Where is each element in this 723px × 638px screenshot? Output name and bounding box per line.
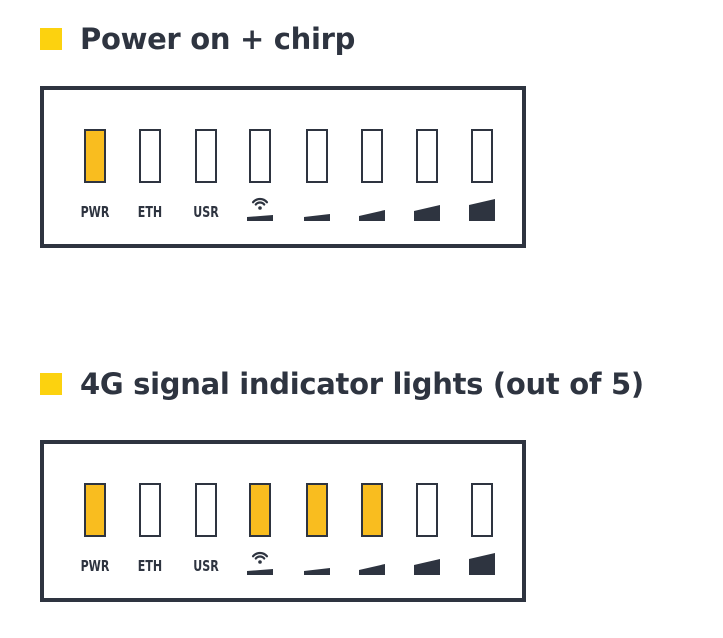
led-label-pwr: PWR [80,203,110,221]
led-label-usr: USR [193,557,219,575]
section-title: Power on + chirp [80,22,356,56]
signal-bar-4-icon [414,197,440,225]
led-indicator-off [471,483,493,537]
led-indicator-off [471,129,493,183]
led-panel: PWR ETH USR [40,440,526,602]
led-panel: PWR ETH USR [40,86,526,248]
led-indicator-off [306,129,328,183]
led-indicator-off [195,483,217,537]
led-indicator-off [416,483,438,537]
led-indicator-on [84,129,106,183]
led-indicator-off [195,129,217,183]
wifi-bar-1-icon [246,548,274,580]
yellow-square-icon [40,28,62,50]
led-label-eth: ETH [137,203,163,221]
section-power-on: Power on + chirp PWR ETH USR [0,0,723,300]
led-indicator-off [361,129,383,183]
wifi-bar-1-icon [246,194,274,226]
led-indicator-off [139,129,161,183]
signal-bar-2-icon [304,551,330,579]
signal-bar-4-icon [414,551,440,579]
led-indicator-on [249,483,271,537]
led-indicator-on [361,483,383,537]
signal-bar-5-icon [469,197,495,225]
section-heading: Power on + chirp [40,22,355,56]
yellow-square-icon [40,373,62,395]
section-heading: 4G signal indicator lights (out of 5) [40,367,644,401]
led-label-pwr: PWR [80,557,110,575]
section-title: 4G signal indicator lights (out of 5) [80,367,644,401]
led-indicator-off [139,483,161,537]
led-indicator-off [416,129,438,183]
led-label-eth: ETH [137,557,163,575]
signal-bar-5-icon [469,551,495,579]
led-indicator-off [249,129,271,183]
signal-bar-3-icon [359,551,385,579]
signal-bar-3-icon [359,197,385,225]
signal-bar-2-icon [304,197,330,225]
led-label-usr: USR [193,203,219,221]
led-indicator-on [306,483,328,537]
led-indicator-on [84,483,106,537]
